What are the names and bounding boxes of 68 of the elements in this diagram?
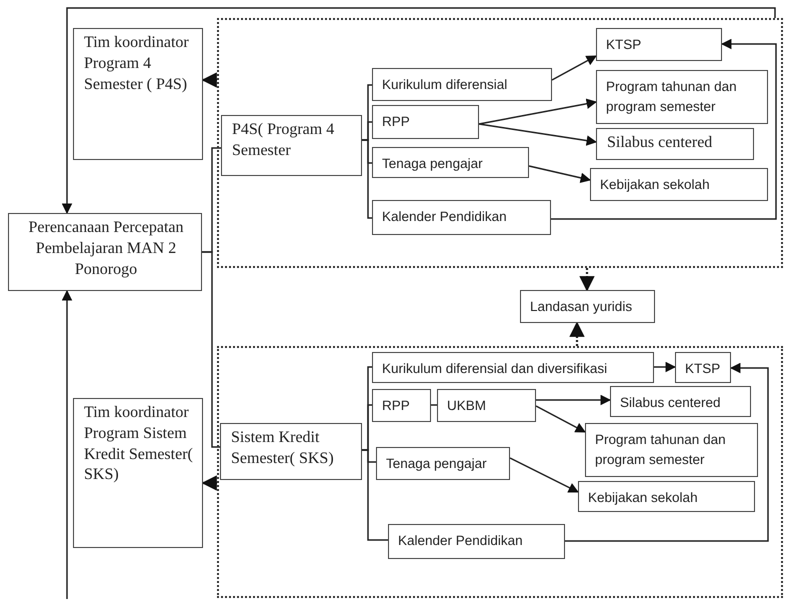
process-box [610,386,751,417]
connector-line [362,449,388,541]
process-box [520,290,655,323]
arrow [551,38,777,220]
process-box [221,115,362,176]
process-box [73,28,203,160]
process-box [596,128,754,160]
arrow [654,362,676,372]
arrow [201,72,217,88]
process-box [372,352,654,383]
box-label: Kurikulum diferensial dan diversifikasi [381,360,608,378]
process-box [220,423,362,480]
process-box [372,105,479,139]
dotted-group-frame [217,346,783,598]
process-box [73,398,203,548]
process-box [585,423,758,477]
connector-line [202,251,220,448]
arrow [478,123,598,146]
box-label: Tenaga pengajar [385,455,488,473]
process-box [8,213,202,291]
box-label: Tim koordinator Program Sistem Kredit Semester( SKS) [83,403,194,486]
box-label: Kebijakan sekolah [599,176,711,194]
process-box [372,68,552,101]
arrow [510,457,579,493]
box-label: Kalender Pendidikan [397,532,524,550]
box-label: P4S( Program 4 Semester [231,120,336,161]
box-label: Silabus centered [619,394,722,412]
box-label: KTSP [684,360,722,378]
arrow [528,165,592,183]
box-label: Kurikulum diferensial [381,76,508,94]
box-label: RPP [381,113,411,131]
process-box [675,352,731,383]
box-label: Tim koordinator Program 4 Semester ( P4S) [83,33,190,95]
connector-line [431,404,437,406]
process-box [590,168,768,201]
arrow [565,362,769,542]
box-label: KTSP [605,36,642,54]
arrow [569,321,585,346]
arrow [579,268,595,292]
arrow [62,290,72,599]
box-label: UKBM [446,397,488,415]
process-box [596,28,722,61]
process-box [372,200,551,235]
box-label: Kalender Pendidikan [381,208,508,226]
box-label: RPP [381,397,411,415]
process-box [376,447,510,480]
box-label: Kebijakan sekolah [587,489,699,507]
process-box [578,481,755,512]
box-label: Silabus centered [606,133,714,153]
box-label: Tenaga pengajar [381,155,484,173]
box-label: Program tahunan dan program semester [594,431,727,469]
connector-line [362,139,372,219]
box-label: Sistem Kredit Semester( SKS) [230,428,335,469]
process-box [437,389,536,422]
process-box [372,389,431,422]
process-box [388,524,565,559]
dotted-group-frame [217,18,783,268]
process-box [372,147,529,178]
arrow [536,394,612,406]
box-label: Perencanaan Percepatan Pembelajaran MAN 2 Ponorogo [27,218,184,280]
process-box [596,70,768,124]
box-label: Landasan yuridis [529,298,634,316]
box-label: Program tahunan dan program semester [605,78,738,116]
arrow [62,7,776,214]
arrow [478,98,598,125]
arrow [552,55,597,81]
arrow [536,405,586,433]
arrow [201,475,217,491]
